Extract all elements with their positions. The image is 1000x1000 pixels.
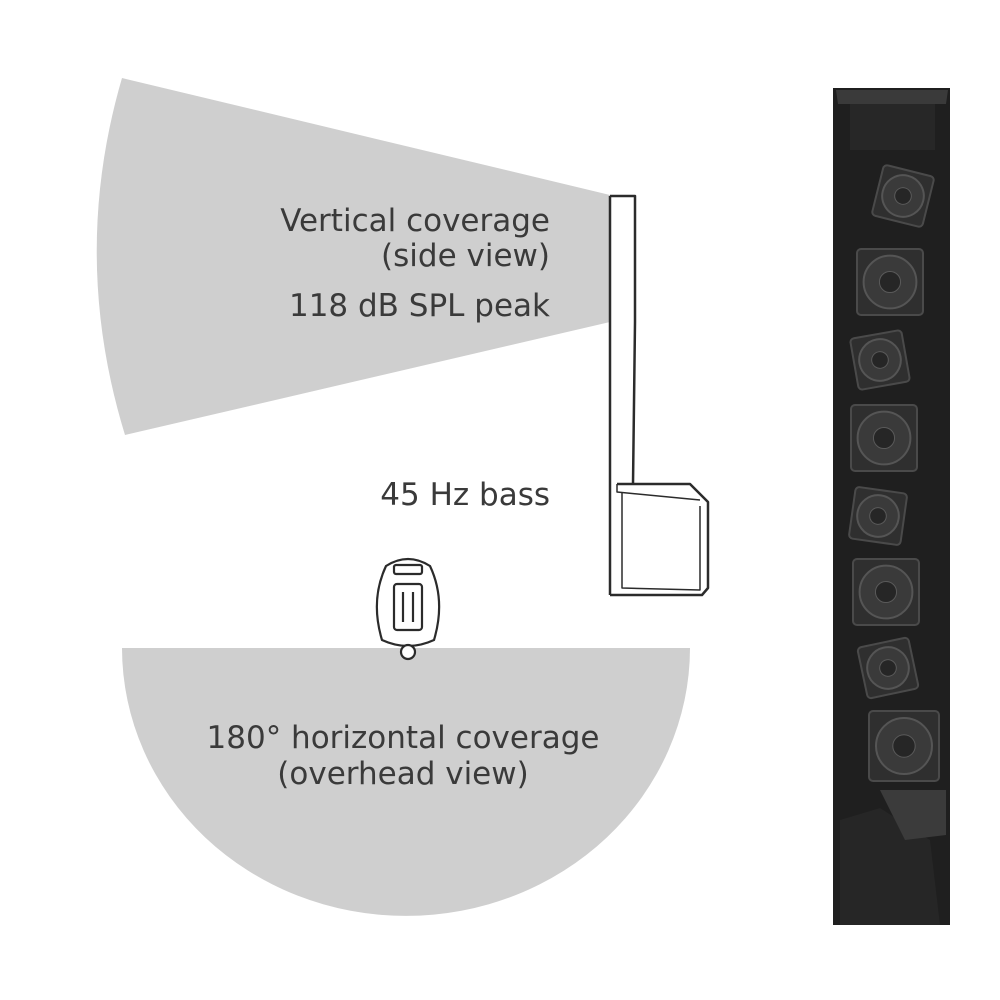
horizontal-coverage-title: 180° horizontal coverage [206,720,600,756]
speaker-driver [849,329,911,391]
speaker-driver [856,248,924,316]
speaker-driver [871,164,935,228]
horizontal-coverage-subtitle: (overhead view) [277,756,529,792]
vertical-coverage-wedge [96,78,610,435]
speaker-driver [850,404,918,472]
vertical-coverage-title: Vertical coverage [280,203,550,239]
bass-label: 45 Hz bass [380,477,550,513]
speaker-driver [868,710,940,782]
column-speaker-side-icon [608,194,710,597]
horizontal-coverage-halfdisc [122,648,690,916]
vertical-coverage-subtitle: (side view) [381,238,550,274]
speaker-driver [848,486,908,546]
spl-peak-label: 118 dB SPL peak [288,288,550,324]
speaker-driver [856,636,920,700]
line-array-column-photo [833,88,950,925]
speaker-base-overhead-icon [375,557,441,661]
speaker-driver [852,558,920,626]
